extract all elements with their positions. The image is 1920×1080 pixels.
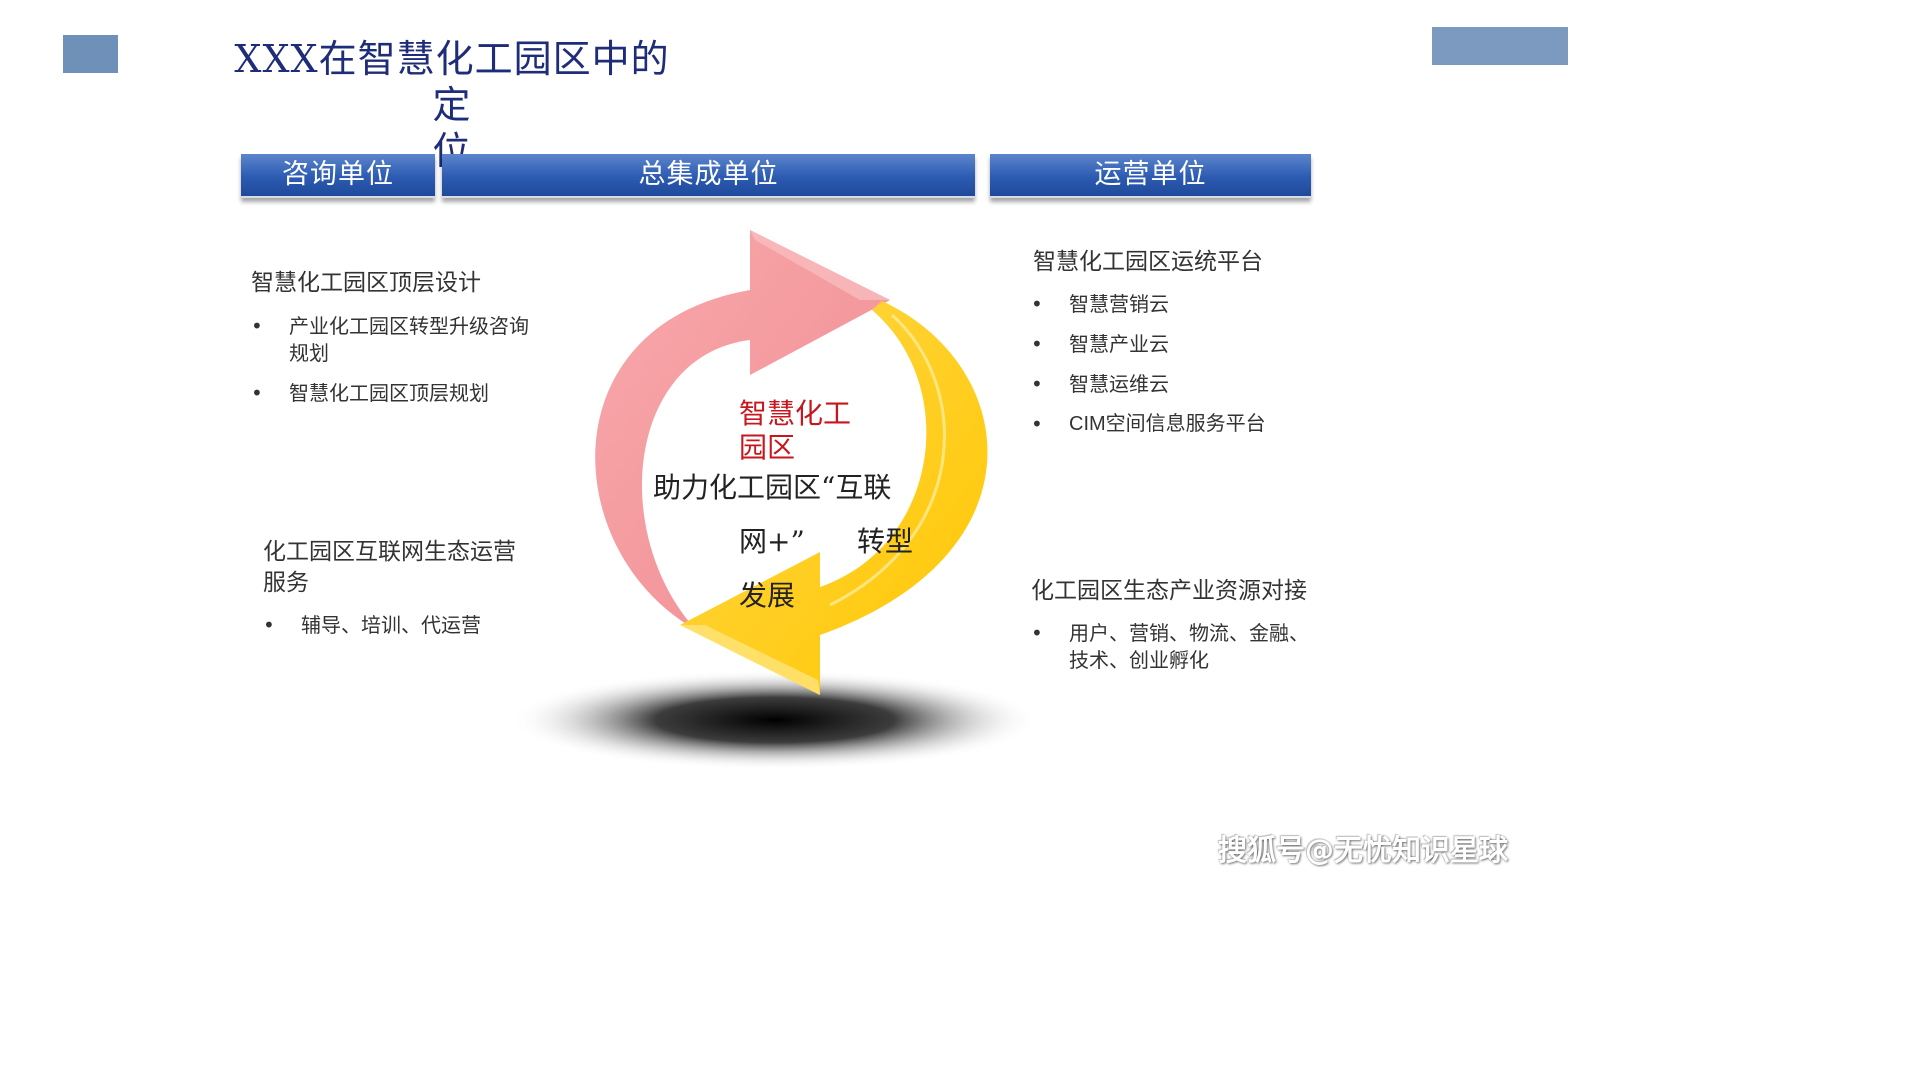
bottom-right-heading: 化工园区生态产业资源对接 [1031,578,1307,604]
top-right-list: • 智慧营销云 • 智慧产业云 • 智慧运维云 • CIM空间信息服务平台 [1031,291,1351,451]
top-left-list: • 产业化工园区转型升级咨询 规划 • 智慧化工园区顶层规划 [251,313,581,420]
list-item: • 辅导、培训、代运营 [263,612,563,639]
bullet-icon: • [251,314,263,338]
list-item: • CIM空间信息服务平台 [1031,411,1351,438]
cycle-arrows-graphic [510,230,1040,770]
slide: XXX在智慧化工园区中的定 位 咨询单位 总集成单位 运营单位 智慧化工园区顶层… [63,27,1568,867]
center-title: 智慧化工 园区 [739,397,869,465]
list-item-line1: 智慧化工园区顶层规划 [289,381,489,405]
center-text-line2a: 网+” [739,525,805,558]
bullet-icon: • [1031,412,1043,436]
bullet-icon: • [1031,332,1043,356]
cycle-shadow [510,670,1040,770]
bottom-left-heading-line1: 化工园区互联网生态运营 [263,539,516,565]
tab-consulting: 咨询单位 [241,154,435,198]
bullet-icon: • [1031,621,1043,645]
bullet-icon: • [263,613,275,637]
bottom-right-list: • 用户、营销、物流、金融、 技术、创业孵化 [1031,620,1361,687]
yellow-arrow [680,301,988,695]
list-item: • 智慧运维云 [1031,371,1351,398]
list-item-line2: 规划 [289,341,329,365]
list-item-line1: 产业化工园区转型升级咨询 [289,314,529,338]
list-item-text: 智慧营销云 [1069,292,1169,316]
slide-title-line1: XXX在智慧化工园区中的定 [234,37,670,127]
list-item: • 产业化工园区转型升级咨询 规划 [251,313,581,367]
list-item: • 智慧营销云 [1031,291,1351,318]
list-item: • 用户、营销、物流、金融、 技术、创业孵化 [1031,620,1361,674]
list-item-text: 智慧运维云 [1069,372,1169,396]
pink-arrow-highlight [750,230,890,300]
yellow-arrow-inner-edge [829,313,946,607]
slide-title: XXX在智慧化工园区中的定 位 [222,36,682,174]
bottom-left-heading-line2: 服务 [263,570,309,596]
bullet-icon: • [251,381,263,405]
list-item-text: 辅导、培训、代运营 [301,613,481,637]
list-item-text: CIM空间信息服务平台 [1069,413,1266,435]
pink-arrow [595,230,890,625]
bullet-icon: • [1031,292,1043,316]
center-text-line3: 发展 [739,579,796,612]
center-title-line1: 智慧化工 [739,397,852,430]
center-text-line2b: 转型 [857,525,914,558]
list-item: • 智慧化工园区顶层规划 [251,380,581,407]
list-item: • 智慧产业云 [1031,331,1351,358]
bullet-icon: • [1031,372,1043,396]
list-item-line1: 用户、营销、物流、金融、 [1069,621,1309,645]
tab-integration: 总集成单位 [442,154,975,198]
center-text-line1: 助力化工园区“互联 [653,471,892,504]
center-title-line2: 园区 [739,431,796,464]
watermark: 搜狐号@无忧知识星球 [1218,833,1509,867]
top-right-heading: 智慧化工园区运统平台 [1033,249,1263,275]
list-item-text: 智慧产业云 [1069,332,1169,356]
tab-operation: 运营单位 [990,154,1311,198]
bottom-left-list: • 辅导、培训、代运营 [263,612,563,652]
top-left-heading: 智慧化工园区顶层设计 [251,270,481,296]
bottom-left-heading: 化工园区互联网生态运营 服务 [263,537,516,599]
decorative-bar-left [63,35,118,73]
decorative-bar-right [1432,27,1568,65]
yellow-arrow-highlight [680,625,820,695]
list-item-line2: 技术、创业孵化 [1069,648,1209,672]
